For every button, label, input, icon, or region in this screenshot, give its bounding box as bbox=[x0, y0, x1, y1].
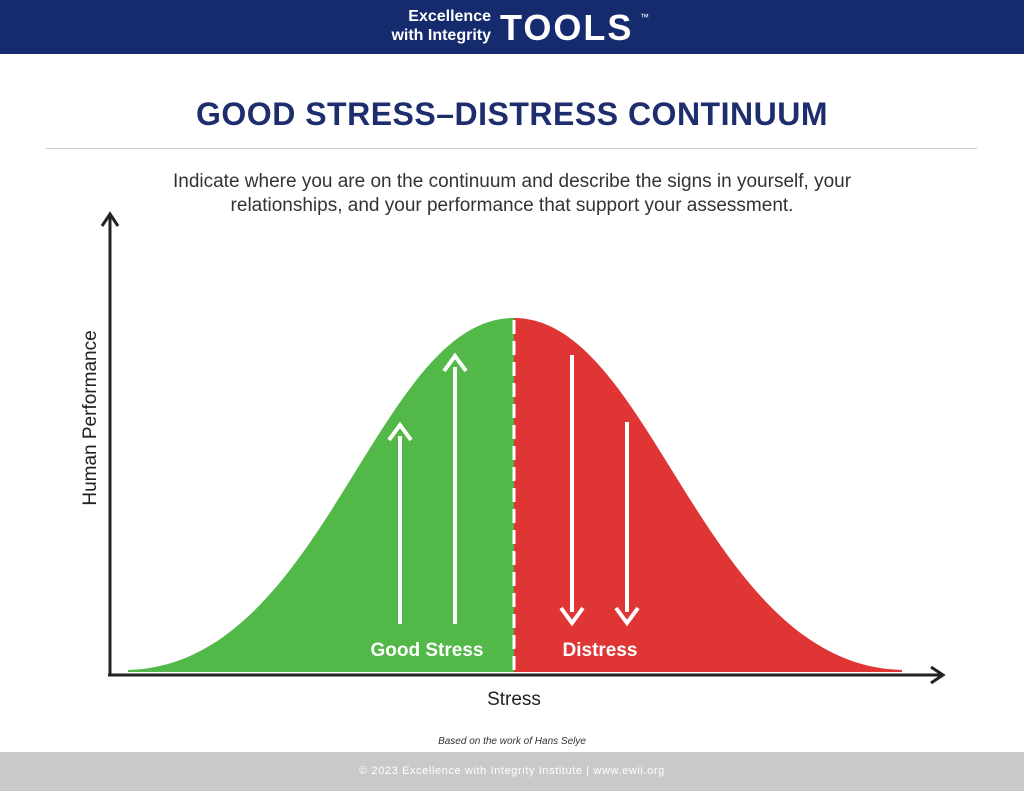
good-stress-label: Good Stress bbox=[371, 640, 484, 661]
header-bar: Excellence with Integrity TOOLS ™ bbox=[0, 0, 1024, 54]
brand-line-2: with Integrity bbox=[391, 27, 491, 44]
instruction-line-1: Indicate where you are on the continuum … bbox=[172, 171, 852, 192]
y-axis bbox=[100, 211, 120, 676]
trademark-symbol: ™ bbox=[640, 12, 649, 22]
page-title: GOOD STRESS–DISTRESS CONTINUUM bbox=[196, 96, 828, 132]
down-arrow-tall bbox=[559, 355, 585, 627]
distress-label: Distress bbox=[563, 640, 638, 661]
x-axis bbox=[108, 665, 946, 685]
footer-copyright: © 2023 Excellence with Integrity Institu… bbox=[359, 765, 665, 777]
instruction-line-2: relationships, and your performance that… bbox=[230, 195, 794, 216]
brand-logo-text: Excellence with Integrity bbox=[376, 7, 491, 45]
distress-region bbox=[514, 318, 902, 672]
brand-line-1: Excellence bbox=[408, 8, 491, 25]
instruction-text: Indicate where you are on the continuum … bbox=[112, 170, 912, 218]
brand-tools: TOOLS bbox=[500, 7, 634, 48]
y-axis-label: Human Performance bbox=[80, 330, 101, 505]
title-divider bbox=[46, 148, 977, 149]
attribution-credit: Based on the work of Hans Selye bbox=[438, 736, 586, 747]
x-axis-label: Stress bbox=[487, 689, 541, 710]
down-arrow-short bbox=[614, 422, 640, 627]
up-arrow-tall bbox=[442, 352, 468, 624]
up-arrow-short bbox=[387, 421, 413, 624]
good-stress-region bbox=[128, 318, 514, 672]
footer-bar: © 2023 Excellence with Integrity Institu… bbox=[0, 752, 1024, 791]
